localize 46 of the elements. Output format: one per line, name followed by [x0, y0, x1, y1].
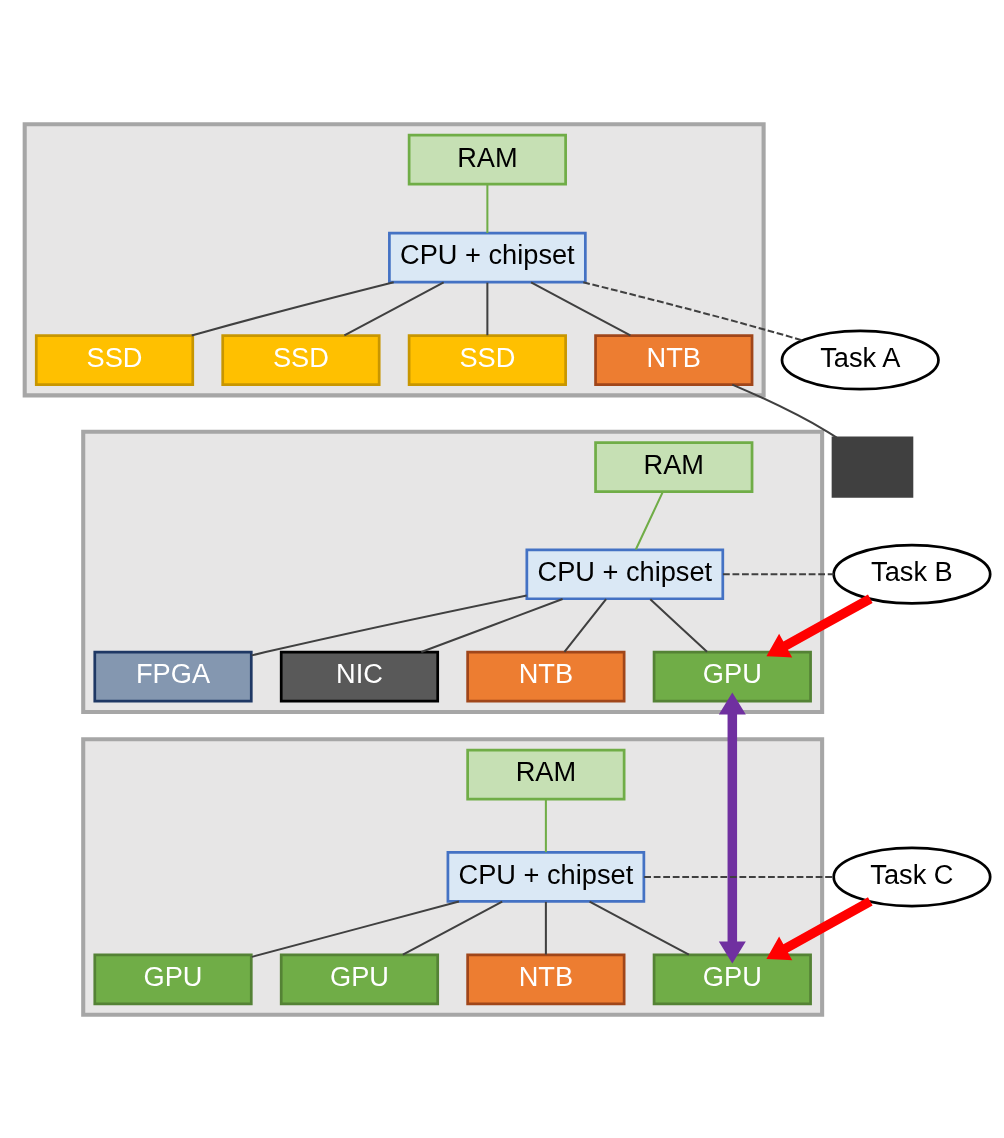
connector [583, 280, 803, 341]
node-box: NTB [594, 333, 754, 386]
node-box: CPU + chipset [525, 547, 725, 600]
connector [644, 875, 834, 878]
node-box: RAM [594, 440, 754, 493]
node-box: SSD [221, 333, 381, 386]
connector [649, 598, 708, 653]
connector [544, 901, 547, 954]
node-box: FPGA [93, 650, 253, 702]
node-box: SSD [407, 333, 567, 386]
node-box [831, 436, 914, 498]
connector [402, 900, 503, 956]
node-box: GPU [652, 650, 812, 702]
arrow [766, 896, 873, 960]
node-box: NIC [279, 650, 440, 702]
node-box: CPU + chipset [446, 850, 646, 903]
connector [563, 598, 607, 652]
connector [589, 900, 690, 956]
node-box: NTB [466, 650, 626, 702]
node-ellipse: Task C [832, 845, 992, 907]
connector [191, 280, 394, 336]
node-box: NTB [466, 952, 626, 1005]
connector [486, 184, 489, 233]
node-box: GPU [652, 952, 812, 1005]
cluster [22, 121, 766, 397]
arrow [766, 594, 873, 657]
connector [530, 281, 631, 336]
connector [420, 597, 563, 653]
node-box: SSD [34, 333, 195, 386]
cluster [81, 736, 825, 1017]
connector [251, 900, 460, 958]
connector [251, 594, 527, 656]
node-box: CPU + chipset [388, 231, 587, 284]
node-box: RAM [466, 748, 626, 800]
connector [634, 490, 664, 550]
connector [731, 383, 838, 438]
connector [722, 572, 834, 575]
connector [544, 799, 547, 852]
node-ellipse: Task B [832, 543, 992, 605]
connector [486, 282, 489, 335]
arrow [718, 691, 746, 964]
node-box: RAM [407, 133, 567, 186]
node-box: GPU [93, 952, 253, 1005]
node-box: GPU [279, 952, 440, 1005]
node-ellipse: Task A [780, 329, 940, 391]
connector [343, 281, 445, 336]
